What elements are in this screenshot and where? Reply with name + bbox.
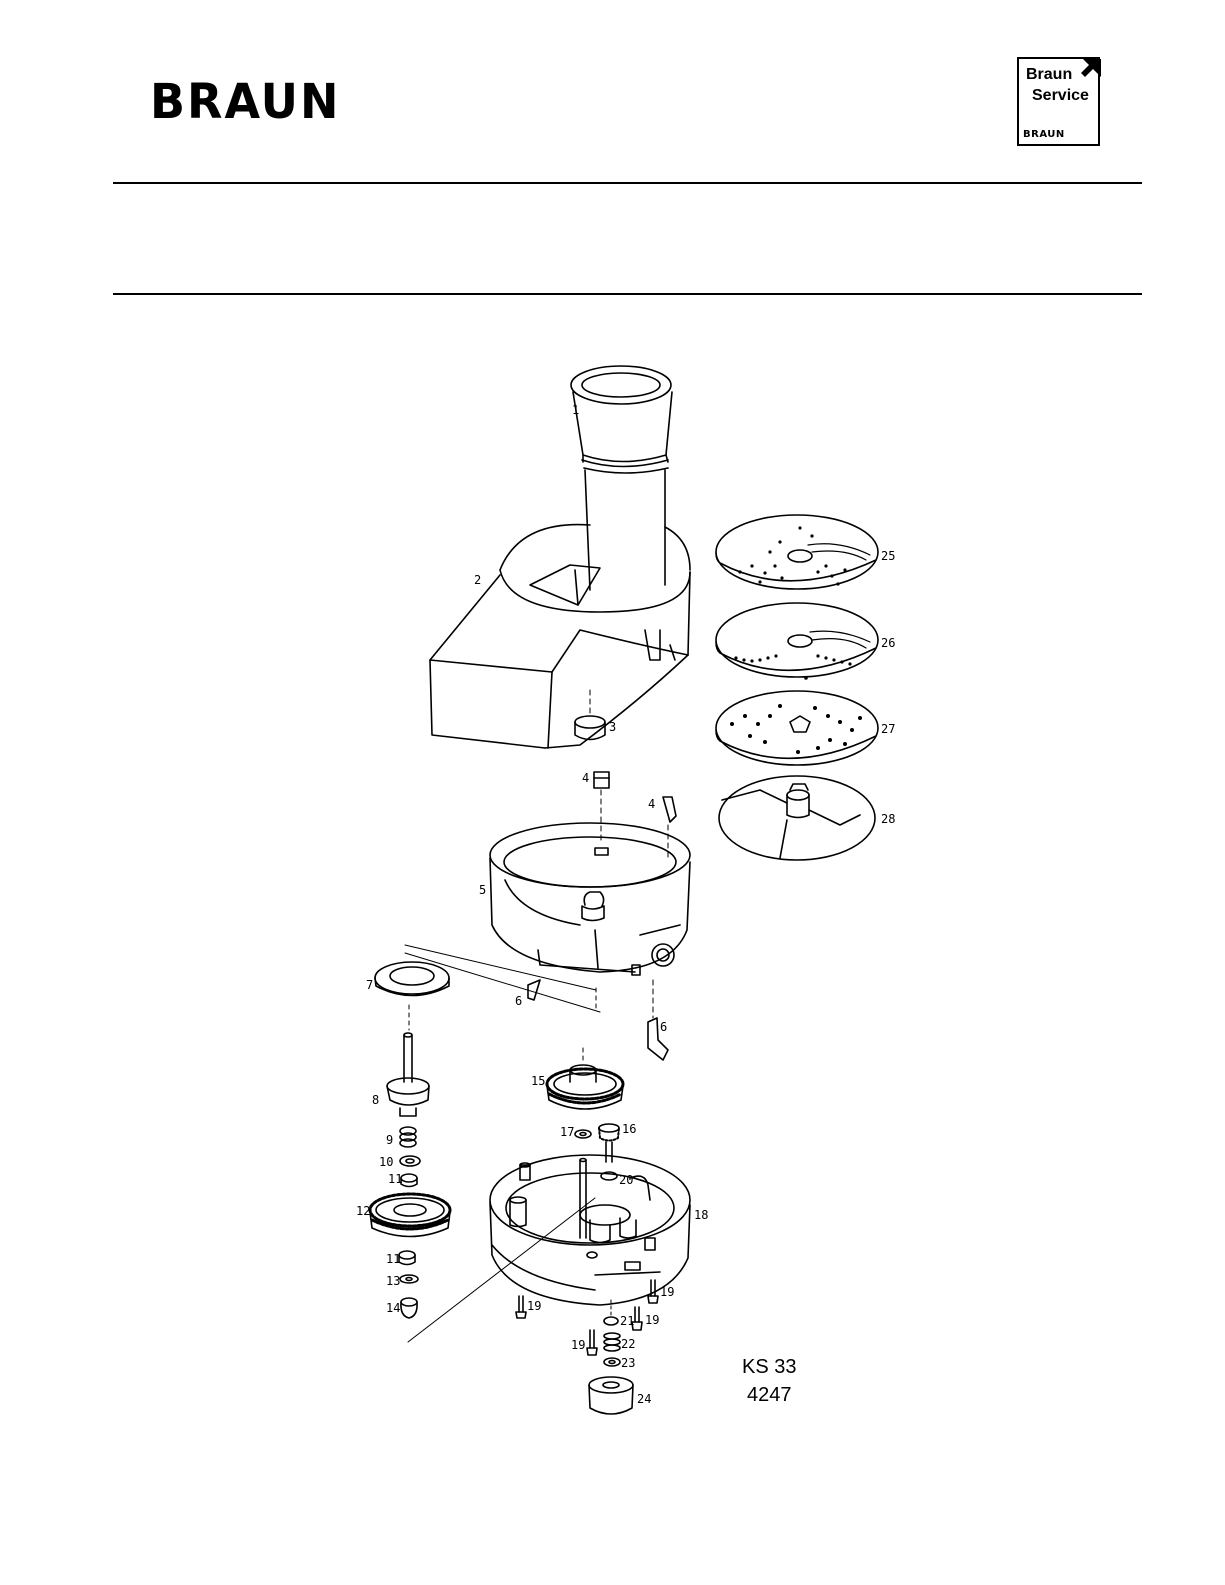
part-label: 11 [386,1252,400,1266]
part-label: 10 [379,1155,393,1169]
part-14-bearing [401,1298,417,1318]
part-12-gear [370,1194,450,1237]
part-25-slicing-disc [716,515,878,589]
part-21-washer [604,1317,618,1325]
part-13-washer [400,1275,418,1283]
model-name: KS 33 [742,1357,796,1377]
part-19-screw [587,1330,597,1355]
part-6-clip-left [528,980,540,1000]
part-label: 19 [660,1285,674,1299]
part-label: 9 [386,1133,393,1147]
part-27-shredding-disc [716,691,878,765]
part-label: 13 [386,1274,400,1288]
part-label: 11 [388,1172,402,1186]
part-label: 17 [560,1125,574,1139]
part-label: 18 [694,1208,708,1222]
part-22-spring [604,1333,620,1351]
part-label: 5 [479,883,486,897]
part-label: 7 [366,978,373,992]
part-label: 26 [881,636,895,650]
part-26-grating-disc [716,603,878,677]
part-label: 4 [648,797,655,811]
part-label: 22 [621,1337,635,1351]
part-label: 6 [515,994,522,1008]
part-1-food-pusher [571,366,672,590]
part-28-knife-disc [719,776,875,860]
part-label: 27 [881,722,895,736]
part-label: 8 [372,1093,379,1107]
part-label: 15 [531,1074,545,1088]
part-label: 19 [645,1313,659,1327]
part-label: 4 [582,771,589,785]
assembly-guide-line [405,953,600,1012]
part-3-knob [575,690,605,740]
part-label: 25 [881,549,895,563]
part-label: 28 [881,812,895,826]
part-label: 23 [621,1356,635,1370]
part-23-washer [604,1358,620,1366]
part-9-spring [400,1127,416,1147]
part-5-bowl [490,823,690,975]
part-label: 19 [527,1299,541,1313]
part-18-base-housing [490,1155,690,1305]
part-8-drive-shaft [387,1033,429,1116]
part-label: 6 [660,1020,667,1034]
part-7-washer [375,962,449,1030]
part-label: 3 [609,720,616,734]
part-4-latch-left [594,772,609,840]
part-number-labels: 1 2 3 4 4 5 6 6 7 8 9 10 11 11 12 13 14 … [356,403,895,1406]
part-24-coupling [589,1377,633,1414]
part-4-latch-right [663,797,676,860]
model-code: 4247 [747,1385,792,1405]
part-17-washer [575,1130,591,1138]
part-label: 24 [637,1392,651,1406]
part-19-screw [516,1296,526,1318]
part-10-washer [400,1156,420,1166]
part-label: 12 [356,1204,370,1218]
part-label: 14 [386,1301,400,1315]
part-11-bushing-bottom [399,1251,415,1265]
part-15-gear [547,1048,623,1109]
part-label: 16 [622,1122,636,1136]
part-11-bushing-top [401,1174,417,1187]
part-label: 1 [572,403,579,417]
part-label: 19 [571,1338,585,1352]
disc-hole-pattern [730,526,862,754]
part-label: 20 [619,1173,633,1187]
part-label: 21 [620,1314,634,1328]
part-label: 2 [474,573,481,587]
part-2-lid [430,525,690,748]
